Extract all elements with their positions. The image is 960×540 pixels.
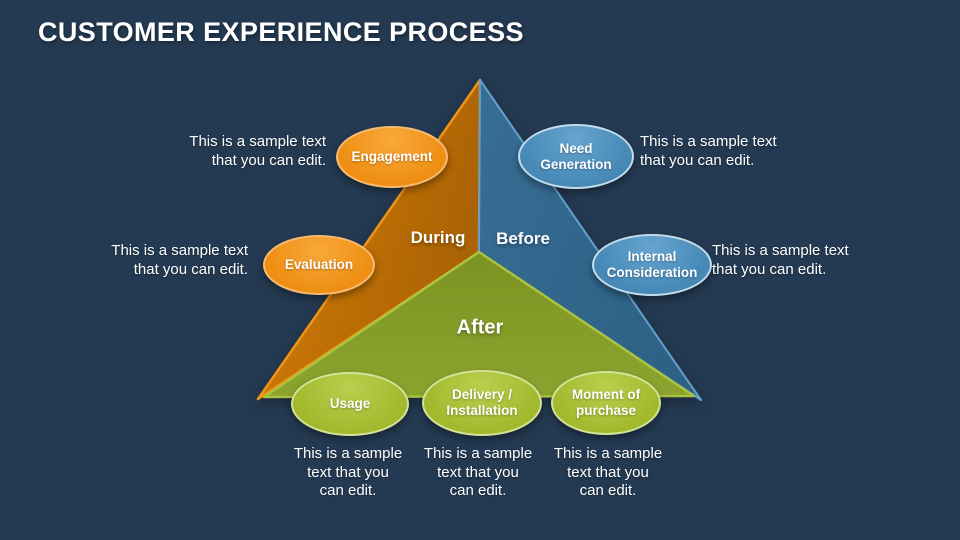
note-line: This is a sample [553, 445, 663, 462]
note-need-generation: This is a sample text that you can edit. [640, 133, 820, 170]
note-line: that you can edit. [640, 151, 755, 169]
note-line: can edit. [579, 482, 637, 499]
note-line: This is a sample [423, 445, 533, 462]
stage-ellipse-delivery-installation: Delivery / Installation [422, 370, 542, 436]
stage-label-internal-consideration: Internal Consideration [606, 249, 698, 280]
note-line: text that you [437, 463, 519, 481]
note-line: This is a sample text [712, 242, 849, 259]
note-line: that you can edit. [211, 151, 326, 169]
face-label-after: After [456, 316, 504, 339]
stage-ellipse-need-generation: Need Generation [518, 124, 634, 189]
note-line: text that you [307, 463, 389, 481]
note-evaluation: This is a sample text that you can edit. [78, 242, 248, 279]
note-line: This is a sample [293, 445, 403, 462]
face-label-before: Before [496, 229, 550, 248]
note-line: that you can edit. [712, 260, 827, 278]
note-usage: This is a sample text that you can edit. [278, 445, 418, 501]
stage-label-delivery-installation: Delivery / Installation [446, 387, 518, 418]
slide-title: CUSTOMER EXPERIENCE PROCESS [38, 17, 524, 47]
note-line: This is a sample text [640, 133, 777, 150]
face-label-during: During [410, 228, 466, 247]
stage-ellipse-engagement: Engagement [336, 126, 448, 188]
stage-ellipse-moment-of-purchase: Moment of purchase [551, 371, 661, 435]
stage-label-moment-of-purchase: Moment of purchase [571, 387, 641, 418]
note-line: that you can edit. [133, 260, 248, 278]
note-engagement: This is a sample text that you can edit. [146, 133, 326, 170]
note-internal-consideration: This is a sample text that you can edit. [712, 242, 892, 279]
note-line: This is a sample text [189, 133, 326, 150]
stage-ellipse-usage: Usage [291, 372, 409, 436]
note-delivery-installation: This is a sample text that you can edit. [408, 445, 548, 501]
stage-ellipse-internal-consideration: Internal Consideration [592, 234, 712, 296]
note-line: can edit. [319, 482, 377, 499]
note-line: This is a sample text [111, 242, 248, 259]
stage-label-usage: Usage [329, 396, 371, 411]
stage-ellipse-evaluation: Evaluation [263, 235, 375, 295]
note-moment-of-purchase: This is a sample text that you can edit. [538, 445, 678, 501]
stage-label-evaluation: Evaluation [284, 257, 354, 272]
note-line: can edit. [449, 482, 507, 499]
note-line: text that you [567, 463, 649, 481]
stage-label-need-generation: Need Generation [540, 140, 612, 172]
stage-label-engagement: Engagement [351, 149, 433, 164]
